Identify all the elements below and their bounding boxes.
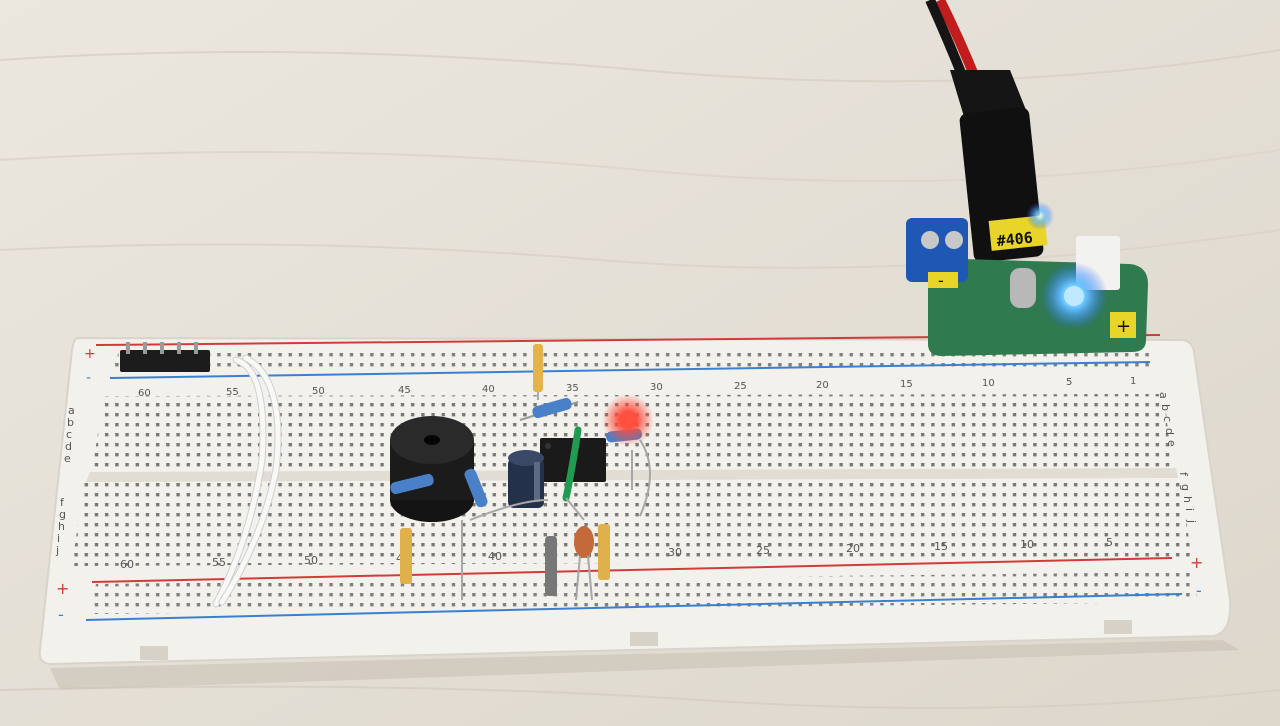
yellow-resistors bbox=[400, 344, 610, 584]
top-num-25: 25 bbox=[734, 381, 747, 392]
top-num-5: 5 bbox=[1066, 377, 1072, 388]
green-jumper-wire bbox=[562, 426, 582, 502]
bottom-num-25: 25 bbox=[756, 544, 770, 557]
top-num-20: 20 bbox=[816, 380, 829, 391]
bottom-num-30: 30 bbox=[668, 546, 682, 559]
top-num-55: 55 bbox=[226, 387, 239, 398]
red-led bbox=[602, 394, 654, 446]
power-jack-label: #406 bbox=[996, 229, 1034, 251]
top-num-35: 35 bbox=[566, 383, 579, 394]
row-a-right: a bbox=[1157, 392, 1170, 399]
rail-minus-bottom-left: - bbox=[58, 605, 64, 624]
top-num-45: 45 bbox=[398, 385, 411, 396]
row-b-left: b bbox=[67, 416, 74, 429]
row-c-right: c bbox=[1161, 416, 1174, 422]
row-i-right: i bbox=[1183, 508, 1196, 511]
bottom-num-40: 40 bbox=[488, 550, 502, 563]
row-a-left: a bbox=[68, 404, 75, 417]
top-num-30: 30 bbox=[650, 382, 663, 393]
electrolytic-capacitor bbox=[508, 450, 544, 508]
top-num-10: 10 bbox=[982, 378, 995, 389]
row-g-right: g bbox=[1179, 484, 1192, 491]
row-g-left: g bbox=[59, 508, 66, 521]
white-jumper-wires bbox=[212, 354, 282, 608]
row-b-right: b bbox=[1159, 404, 1172, 411]
row-c-left: c bbox=[66, 428, 72, 441]
rail-minus-top-left: - bbox=[86, 370, 91, 386]
row-f-left: f bbox=[60, 496, 65, 509]
row-e-right: e bbox=[1165, 440, 1178, 447]
bottom-num-60: 60 bbox=[120, 558, 134, 571]
blue-led bbox=[1026, 202, 1108, 330]
bottom-num-50: 50 bbox=[304, 554, 318, 567]
module-minus-mark: - bbox=[938, 271, 944, 290]
row-d-left: d bbox=[65, 440, 72, 453]
bottom-num-15: 15 bbox=[934, 540, 948, 553]
bottom-num-55: 55 bbox=[212, 556, 226, 569]
top-column-numbers: 60 55 50 45 40 35 30 25 20 15 10 5 1 bbox=[138, 376, 1136, 399]
top-num-15: 15 bbox=[900, 379, 913, 390]
grey-resistor bbox=[545, 536, 557, 596]
component-leads bbox=[461, 439, 651, 601]
bottom-blue-rail-line bbox=[85, 593, 1183, 621]
row-d-right: d bbox=[1163, 428, 1176, 435]
bottom-num-10: 10 bbox=[1020, 538, 1034, 551]
row-j-right: j bbox=[1185, 519, 1198, 523]
ceramic-capacitor bbox=[574, 526, 594, 558]
left-row-letters: a b c d e f g h i j bbox=[55, 404, 75, 557]
bottom-num-20: 20 bbox=[846, 542, 860, 555]
top-num-60: 60 bbox=[138, 388, 151, 399]
top-num-40: 40 bbox=[482, 384, 495, 395]
top-blue-rail-line bbox=[109, 361, 1151, 379]
row-j-left: j bbox=[55, 544, 59, 557]
row-h-right: h bbox=[1181, 496, 1194, 503]
power-cable: #406 bbox=[925, 0, 1048, 263]
breadboard: + - + - + - 60 55 50 45 40 35 30 25 20 1… bbox=[38, 334, 1232, 666]
rail-minus-bottom-right: - bbox=[1196, 581, 1202, 600]
row-h-left: h bbox=[58, 520, 65, 533]
bottom-column-numbers: 60 55 50 45 40 35 30 25 20 15 10 5 bbox=[120, 536, 1113, 571]
top-num-1: 1 bbox=[1130, 376, 1136, 387]
top-num-50: 50 bbox=[312, 386, 325, 397]
right-row-letters: a b c d e f g h i j bbox=[1157, 392, 1198, 523]
rail-plus-bottom-left: + bbox=[56, 579, 69, 598]
module-plus-mark: + bbox=[1116, 316, 1131, 337]
rail-plus-top-left: + bbox=[84, 346, 96, 362]
bottom-num-5: 5 bbox=[1106, 536, 1113, 549]
buzzer bbox=[390, 416, 474, 522]
pin-header bbox=[120, 342, 210, 372]
row-i-left: i bbox=[57, 532, 60, 545]
bottom-red-rail-line bbox=[91, 557, 1173, 583]
rail-plus-bottom-right: + bbox=[1190, 553, 1203, 572]
row-e-left: e bbox=[64, 452, 71, 465]
row-f-right: f bbox=[1177, 472, 1190, 477]
